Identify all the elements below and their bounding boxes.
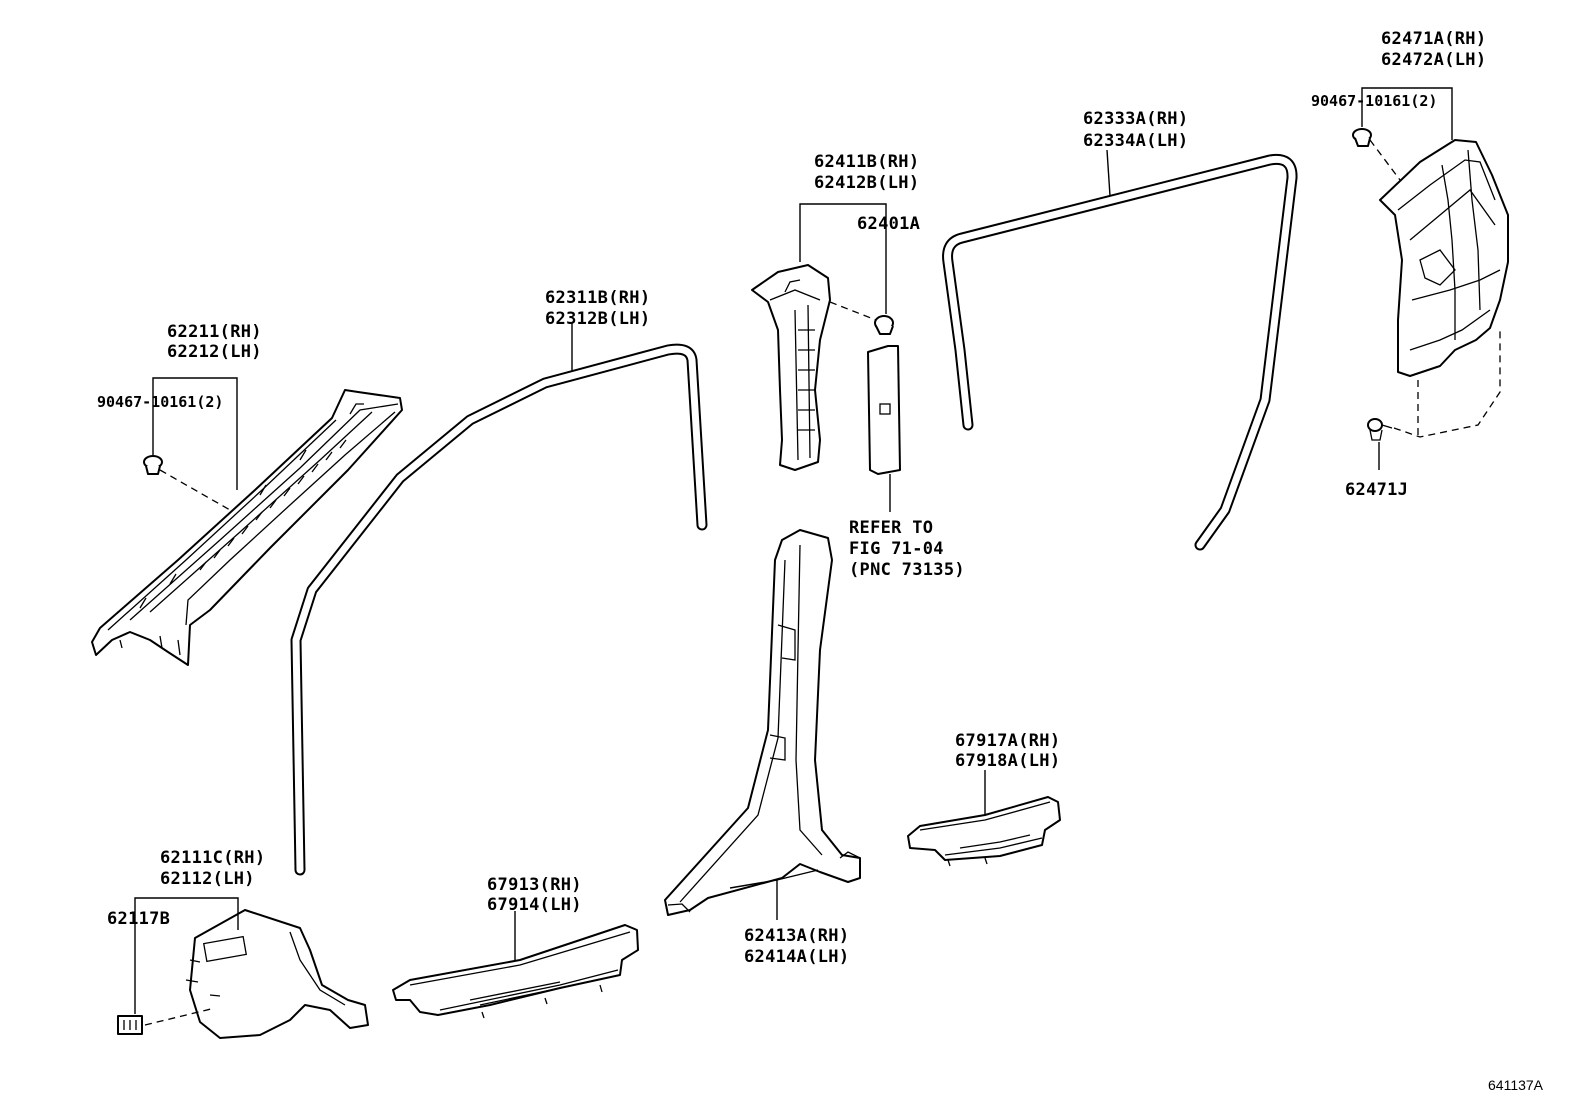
- b-pillar-applique: [867, 345, 901, 475]
- front-weatherstrip-label-rh: 62311B(RH): [545, 288, 650, 308]
- figure-id: 641137A: [1488, 1077, 1544, 1093]
- c-pillar-lower-clip-icon: [1367, 418, 1393, 441]
- b-pillar-upper-label-lh: 62412B(LH): [814, 173, 919, 193]
- b-pillar-lower-label-lh: 62414A(LH): [744, 947, 849, 967]
- a-pillar-garnish: [91, 389, 403, 666]
- refer-note-line1: REFER TO: [849, 518, 933, 538]
- c-pillar-label-lh: 62472A(LH): [1381, 50, 1486, 70]
- rear-weatherstrip-label-lh: 62334A(LH): [1083, 131, 1188, 151]
- c-pillar-lower-clip-label: 62471J: [1345, 480, 1408, 500]
- b-pillar-clip-label: 62401A: [857, 214, 920, 234]
- rear-scuff-plate: [907, 796, 1061, 867]
- b-pillar-lower-label-rh: 62413A(RH): [744, 926, 849, 946]
- a-pillar-garnish-label-rh: 62211(RH): [167, 322, 262, 342]
- cowl-side-trim: [185, 909, 369, 1039]
- cowl-clip-label: 62117B: [107, 909, 170, 929]
- refer-note-line2: FIG 71-04: [849, 539, 944, 559]
- refer-note-line3: (PNC 73135): [849, 560, 965, 580]
- front-scuff-label-lh: 67914(LH): [487, 895, 582, 915]
- cowl-side-label-lh: 62112(LH): [160, 869, 255, 889]
- rear-door-weatherstrip: [942, 153, 1298, 551]
- front-scuff-plate: [392, 924, 639, 1019]
- c-pillar-clip-icon: [1352, 128, 1372, 147]
- b-pillar-lower-garnish: [664, 529, 861, 916]
- c-pillar-label-rh: 62471A(RH): [1381, 29, 1486, 49]
- a-pillar-clip-label: 90467-10161(2): [97, 393, 223, 411]
- rear-scuff-label-lh: 67918A(LH): [955, 751, 1060, 771]
- rear-weatherstrip-label-rh: 62333A(RH): [1083, 109, 1188, 129]
- b-pillar-clip-icon: [874, 315, 894, 335]
- b-pillar-upper-garnish: [751, 264, 831, 471]
- front-scuff-label-rh: 67913(RH): [487, 875, 582, 895]
- a-pillar-garnish-label-lh: 62212(LH): [167, 342, 262, 362]
- front-door-weatherstrip: [290, 343, 708, 876]
- cowl-clip-icon: [117, 1015, 143, 1035]
- c-pillar-garnish: [1379, 139, 1509, 377]
- rear-scuff-label-rh: 67917A(RH): [955, 731, 1060, 751]
- a-pillar-clip-icon: [143, 455, 163, 475]
- b-pillar-upper-label-rh: 62411B(RH): [814, 152, 919, 172]
- c-pillar-clip-label: 90467-10161(2): [1311, 92, 1437, 110]
- front-weatherstrip-label-lh: 62312B(LH): [545, 309, 650, 329]
- cowl-side-label-rh: 62111C(RH): [160, 848, 265, 868]
